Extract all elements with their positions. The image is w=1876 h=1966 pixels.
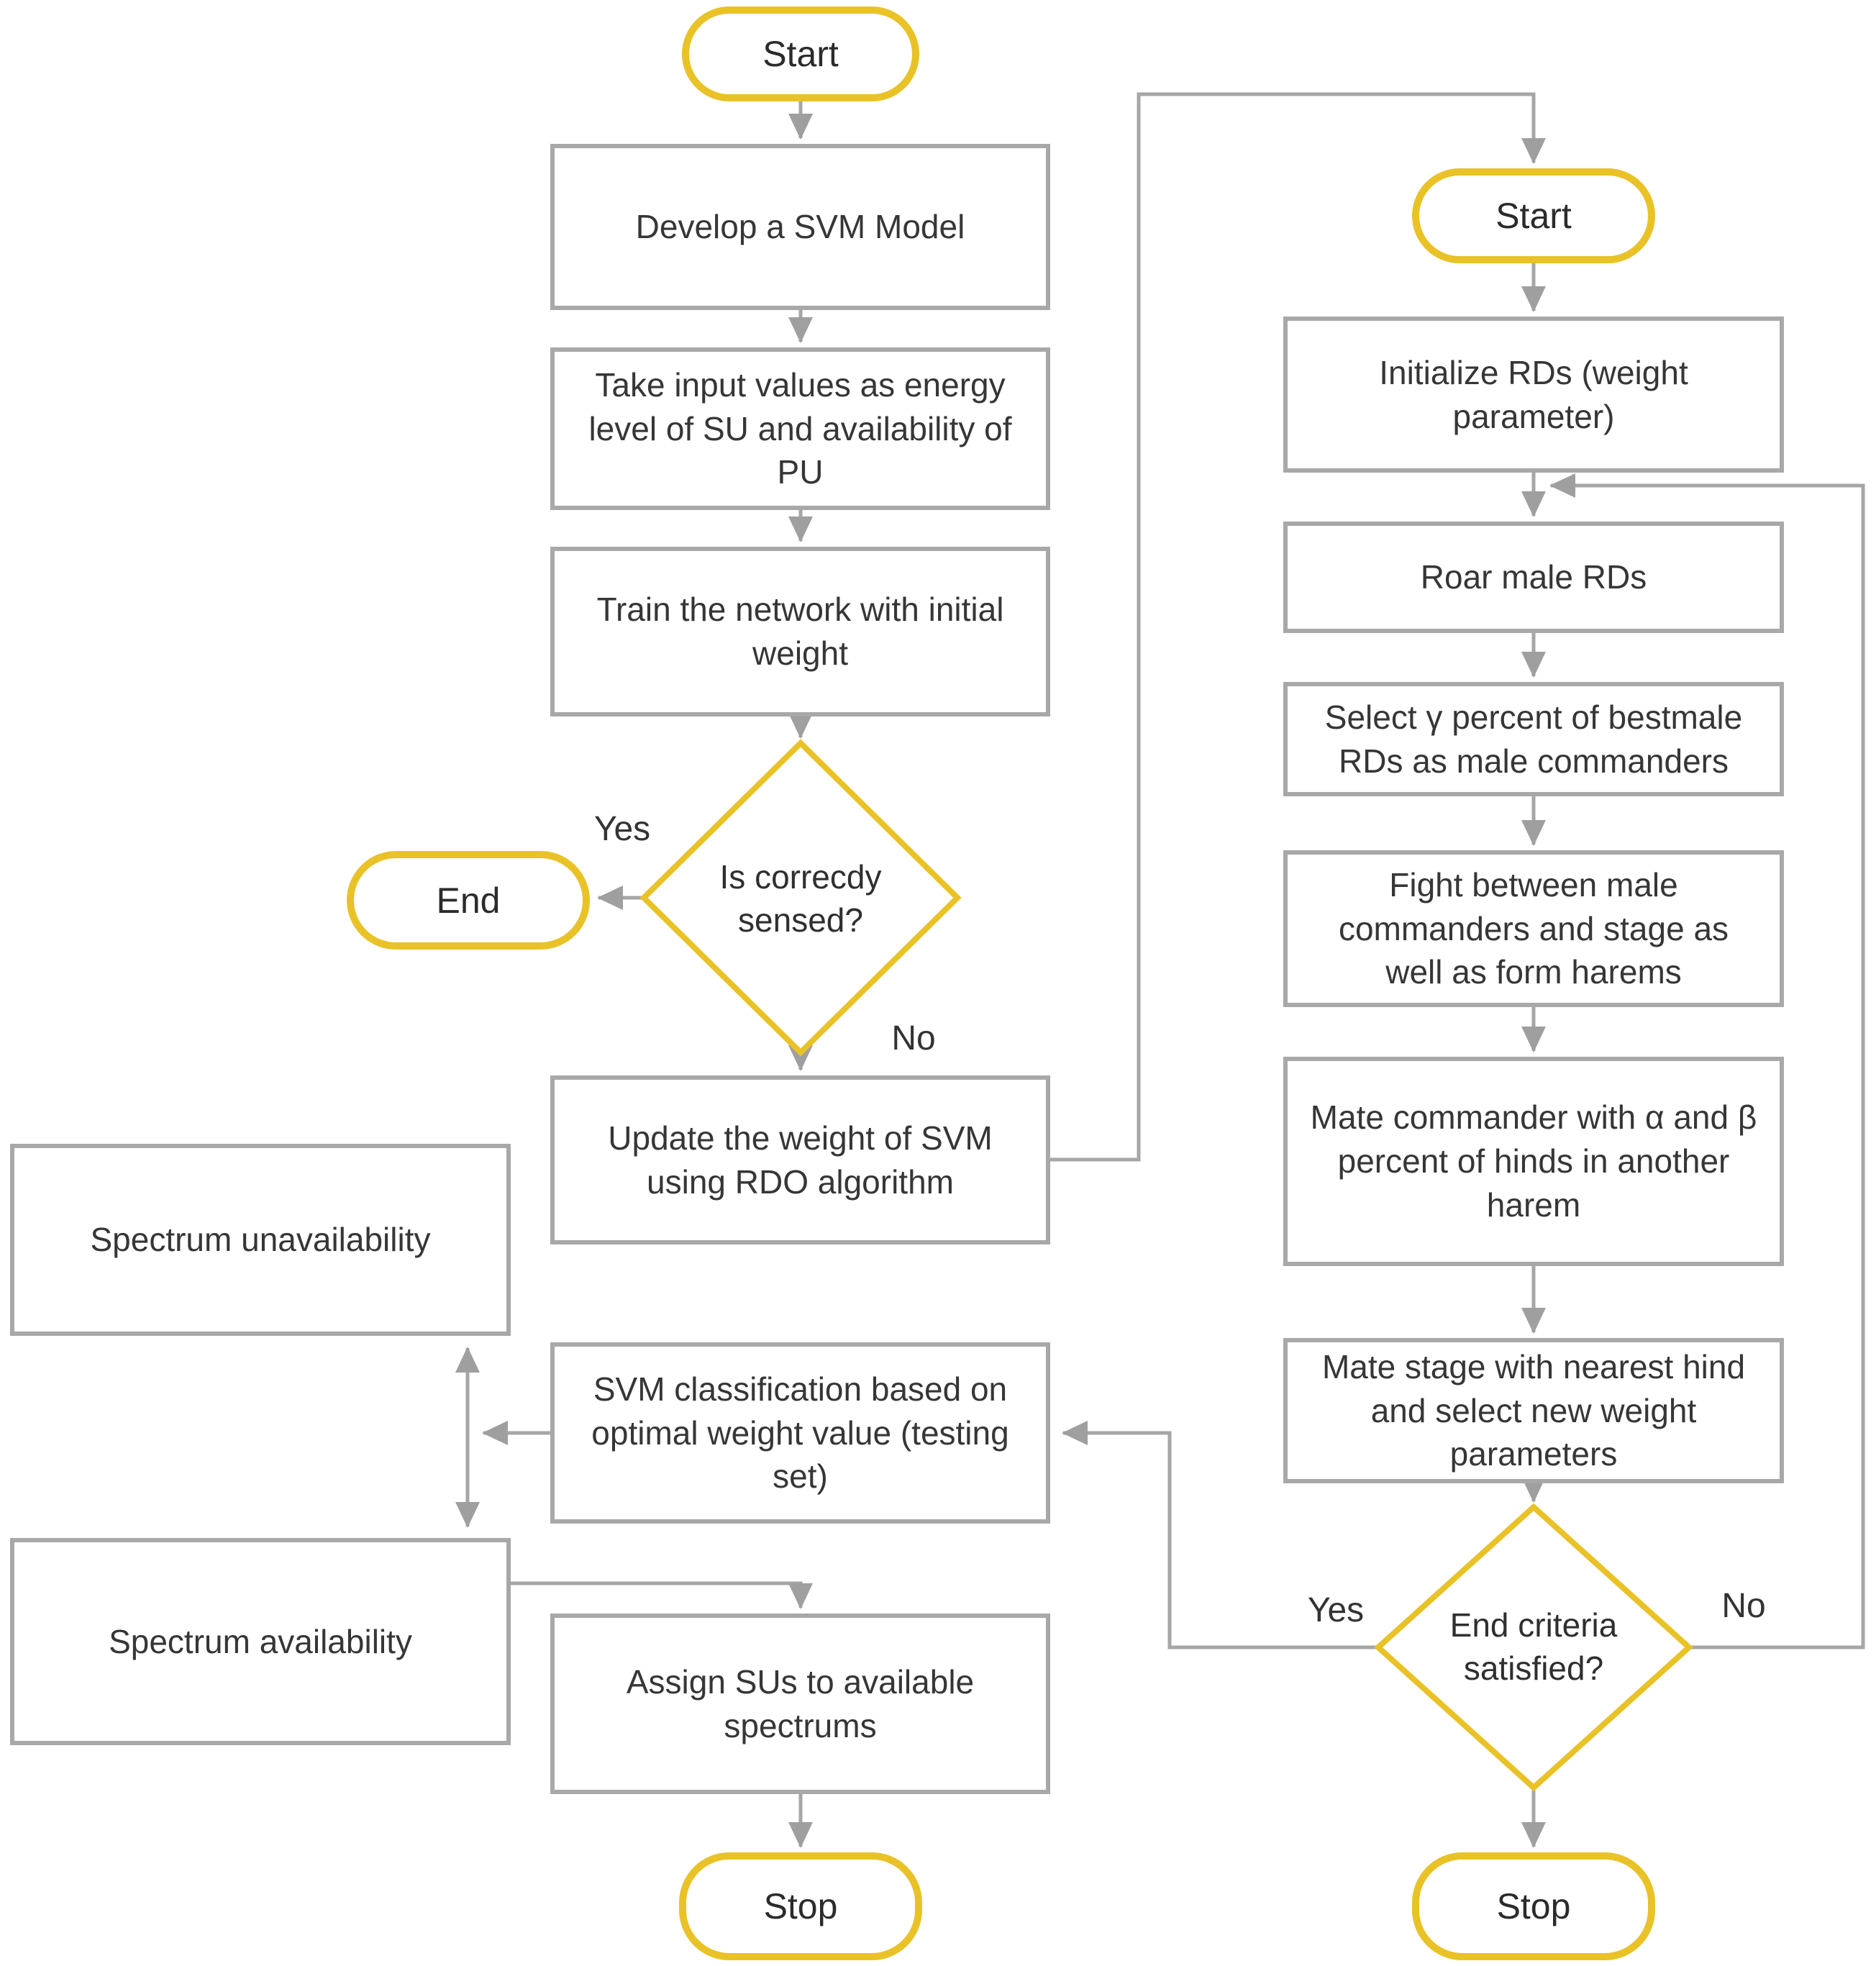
node-select-commanders: Select γ percent of bestmale RDs as male… [1283,682,1784,796]
node-start-right: Start [1412,168,1655,263]
node-take-input-values: Take input values as energy level of SU … [550,347,1050,510]
assign-sus-label: Assign SUs to available spectrums [626,1662,975,1744]
mate-stage-label: Mate stage with nearest hind and select … [1321,1347,1746,1473]
node-start-left: Start [682,6,919,101]
label-yes-left: Yes [593,809,651,848]
decision-right-text: End criteria satisfied? [1449,1606,1618,1687]
node-update-weight: Update the weight of SVM using RDO algor… [550,1075,1050,1244]
fight-commanders-label: Fight between male commanders and stage … [1338,865,1729,991]
decision-diamond-left [639,739,962,1057]
node-train-network: Train the network with initial weight [550,547,1050,716]
spectrum-unavailability-label: Spectrum unavailability [90,1221,431,1259]
node-spectrum-availability: Spectrum availability [10,1538,511,1745]
node-stop-left: Stop [679,1852,922,1960]
node-roar-male-rds: Roar male RDs [1283,522,1784,633]
node-mate-stage: Mate stage with nearest hind and select … [1283,1338,1784,1483]
update-weight-label: Update the weight of SVM using RDO algor… [608,1119,993,1201]
edge-availability-to-assign [511,1581,813,1609]
mate-commander-label: Mate commander with α and β percent of h… [1310,1098,1757,1224]
node-fight-commanders: Fight between male commanders and stage … [1283,850,1784,1007]
stop-left-label: Stop [763,1886,838,1926]
initialize-rds-label: Initialize RDs (weight parameter) [1379,353,1688,435]
node-develop-svm-model: Develop a SVM Model [550,144,1050,310]
node-spectrum-unavailability: Spectrum unavailability [10,1144,511,1336]
stop-right-label: Stop [1496,1886,1571,1926]
svm-classification-label: SVM classification based on optimal weig… [591,1370,1009,1496]
node-mate-commander: Mate commander with α and β percent of h… [1283,1057,1784,1266]
edge-yes-to-svmclassification [1062,1421,1378,1649]
node-initialize-rds: Initialize RDs (weight parameter) [1283,317,1784,473]
node-end: End [347,851,590,950]
label-yes-right: Yes [1307,1590,1365,1629]
develop-svm-model-label: Develop a SVM Model [635,208,965,246]
node-stop-right: Stop [1412,1852,1655,1960]
node-assign-sus: Assign SUs to available spectrums [550,1614,1050,1794]
train-network-label: Train the network with initial weight [596,591,1004,672]
decision-diamond-right [1374,1503,1693,1792]
take-input-values-label: Take input values as energy level of SU … [588,365,1012,491]
label-no-left: No [891,1019,936,1057]
end-label: End [436,880,501,921]
edge-no-feedback-loop [1549,473,1865,1649]
select-commanders-label: Select γ percent of bestmale RDs as male… [1324,698,1743,780]
start-left-label: Start [762,34,839,74]
edge-update-to-right-start [1050,92,1546,1162]
spectrum-availability-label: Spectrum availability [109,1622,412,1660]
roar-male-rds-label: Roar male RDs [1420,558,1647,596]
decision-left-text: Is correcdy sensed? [719,858,882,939]
label-no-right: No [1721,1586,1766,1625]
node-svm-classification: SVM classification based on optimal weig… [550,1342,1050,1524]
start-right-label: Start [1495,196,1572,236]
